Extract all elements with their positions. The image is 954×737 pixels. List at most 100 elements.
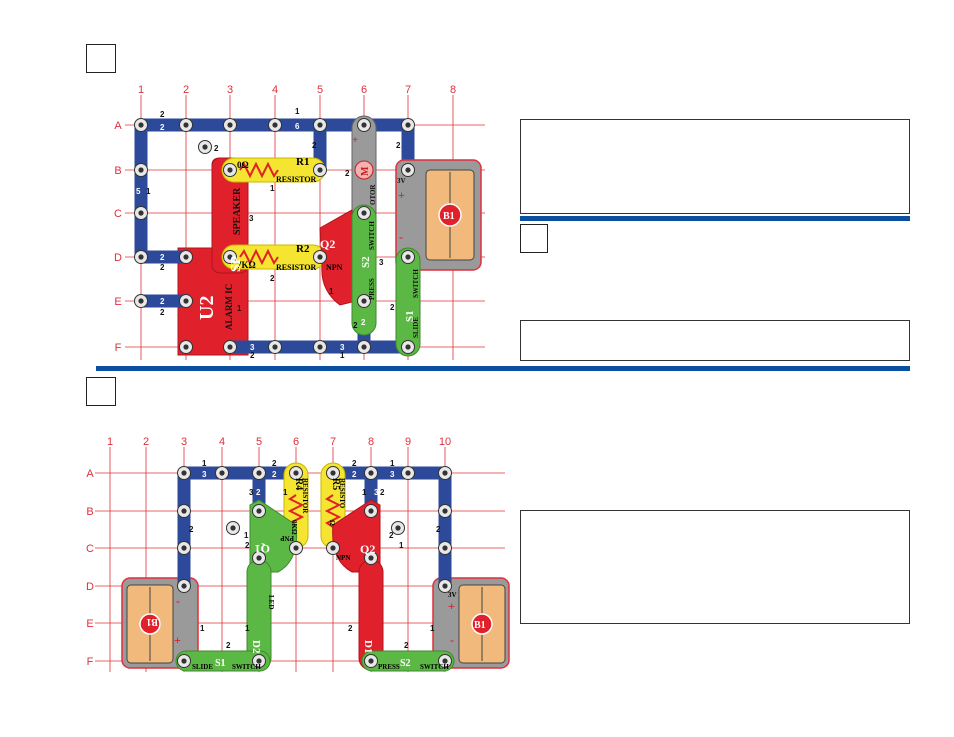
svg-text:1: 1: [244, 531, 249, 540]
bottom-col-label: 10: [439, 436, 451, 448]
main-divider: [96, 366, 910, 371]
s1-name-bottom: S1: [215, 658, 226, 669]
s2-type-bottom: PRESS: [378, 663, 400, 671]
svg-text:2: 2: [245, 541, 250, 550]
b1-right-voltage: 3V: [448, 591, 457, 599]
r1-value: 0Ω: [237, 160, 249, 170]
sp-type: SPEAKER: [232, 187, 243, 235]
bottom-row-label: C: [86, 543, 94, 555]
bottom-col-label: 8: [368, 436, 374, 448]
r5-name: R5: [330, 478, 341, 490]
top-row-label: B: [114, 165, 121, 177]
s1-type2: SWITCH: [412, 269, 420, 298]
svg-text:2: 2: [160, 308, 165, 317]
b1-voltage: 3V: [397, 177, 406, 185]
top-col-label: 8: [450, 84, 456, 96]
b1-left-name: B1: [146, 616, 158, 627]
middle-divider: [520, 216, 910, 221]
svg-text:2: 2: [250, 351, 255, 360]
top-col-label: 7: [405, 84, 411, 96]
r1-name: R1: [296, 156, 309, 168]
s1-slide-switch-bottom: [175, 650, 271, 672]
top-col-label: 4: [272, 84, 278, 96]
u2-name: U2: [196, 296, 218, 320]
svg-text:2: 2: [436, 525, 441, 534]
svg-text:1: 1: [237, 304, 242, 313]
s2-press-switch-bottom: [361, 650, 455, 672]
bottom-col-label: 1: [107, 436, 113, 448]
top-row-label: A: [114, 120, 122, 132]
svg-text:1: 1: [146, 187, 151, 196]
q2-name: Q2: [320, 237, 335, 251]
r1-type: RESISTOR: [276, 175, 317, 184]
q1-type: PNP: [280, 534, 294, 542]
svg-text:1: 1: [270, 184, 275, 193]
r5-type: RESISTO: [338, 478, 346, 509]
bottom-col-label: 3: [181, 436, 187, 448]
svg-text:2: 2: [226, 641, 231, 650]
bottom-col-label: 6: [293, 436, 299, 448]
s1-type: SLIDE: [412, 317, 420, 338]
q2-name-bottom: Q2: [360, 542, 375, 556]
svg-text:2: 2: [270, 274, 275, 283]
b1-left-minus: -: [176, 594, 180, 608]
m-plus: +: [352, 134, 358, 146]
top-row-label: F: [115, 342, 122, 354]
d2-type: LED: [267, 595, 275, 609]
svg-text:3: 3: [202, 470, 207, 479]
bottom-row-label: E: [86, 618, 93, 630]
top-row-label: E: [114, 296, 121, 308]
top-col-label: 6: [361, 84, 367, 96]
top-col-label: 5: [317, 84, 323, 96]
s1-slide-switch: [395, 247, 421, 357]
r4-type: RESISTOR: [301, 478, 309, 514]
bottom-row-label: A: [86, 468, 94, 480]
svg-text:5: 5: [136, 187, 141, 196]
top-row-label: C: [114, 208, 122, 220]
svg-text:2: 2: [160, 110, 165, 119]
s2-name: S2: [360, 256, 372, 268]
svg-text:3: 3: [250, 343, 255, 352]
bottom-col-label: 2: [143, 436, 149, 448]
bottom-diagram: 1 2 3 4 5 6 7 8 9 10 A B C D E F: [86, 436, 510, 672]
svg-text:1: 1: [430, 624, 435, 633]
svg-text:3: 3: [340, 343, 345, 352]
svg-text:2: 2: [352, 459, 357, 468]
svg-text:1: 1: [362, 488, 367, 497]
svg-text:2: 2: [352, 470, 357, 479]
b1-right-name: B1: [474, 620, 486, 631]
svg-text:2: 2: [389, 531, 394, 540]
bottom-row-label: D: [86, 581, 94, 593]
bottom-checkbox[interactable]: [86, 377, 116, 406]
b1-right-minus: -: [450, 633, 454, 647]
svg-text:2: 2: [396, 141, 401, 150]
q1-name: Q1: [255, 542, 270, 556]
bottom-row-label: F: [87, 656, 94, 668]
top-description-box: [520, 119, 910, 214]
svg-text:1: 1: [340, 351, 345, 360]
sp-speaker: [211, 157, 249, 274]
svg-text:1: 1: [399, 541, 404, 550]
svg-text:3: 3: [390, 470, 395, 479]
q2-type: NPN: [326, 263, 343, 272]
svg-text:2: 2: [160, 123, 165, 132]
svg-text:2: 2: [361, 318, 366, 327]
svg-text:1: 1: [329, 287, 334, 296]
d1-type: LED: [349, 640, 357, 654]
sp-name: SP: [229, 255, 244, 272]
svg-text:2: 2: [214, 144, 219, 153]
top-checkbox[interactable]: [86, 44, 116, 73]
svg-text:2: 2: [189, 525, 194, 534]
bottom-description-box: [520, 510, 910, 624]
bottom-snaps: [177, 466, 452, 668]
bottom-wires: [177, 466, 452, 593]
svg-text:1: 1: [245, 624, 250, 633]
b1-name: B1: [443, 211, 455, 222]
r4-name: R4: [293, 478, 304, 490]
middle-description-box: [520, 320, 910, 361]
bottom-col-label: 4: [219, 436, 225, 448]
middle-checkbox[interactable]: [520, 224, 548, 253]
svg-text:3: 3: [249, 214, 254, 223]
b1-left-plus: +: [174, 633, 181, 647]
